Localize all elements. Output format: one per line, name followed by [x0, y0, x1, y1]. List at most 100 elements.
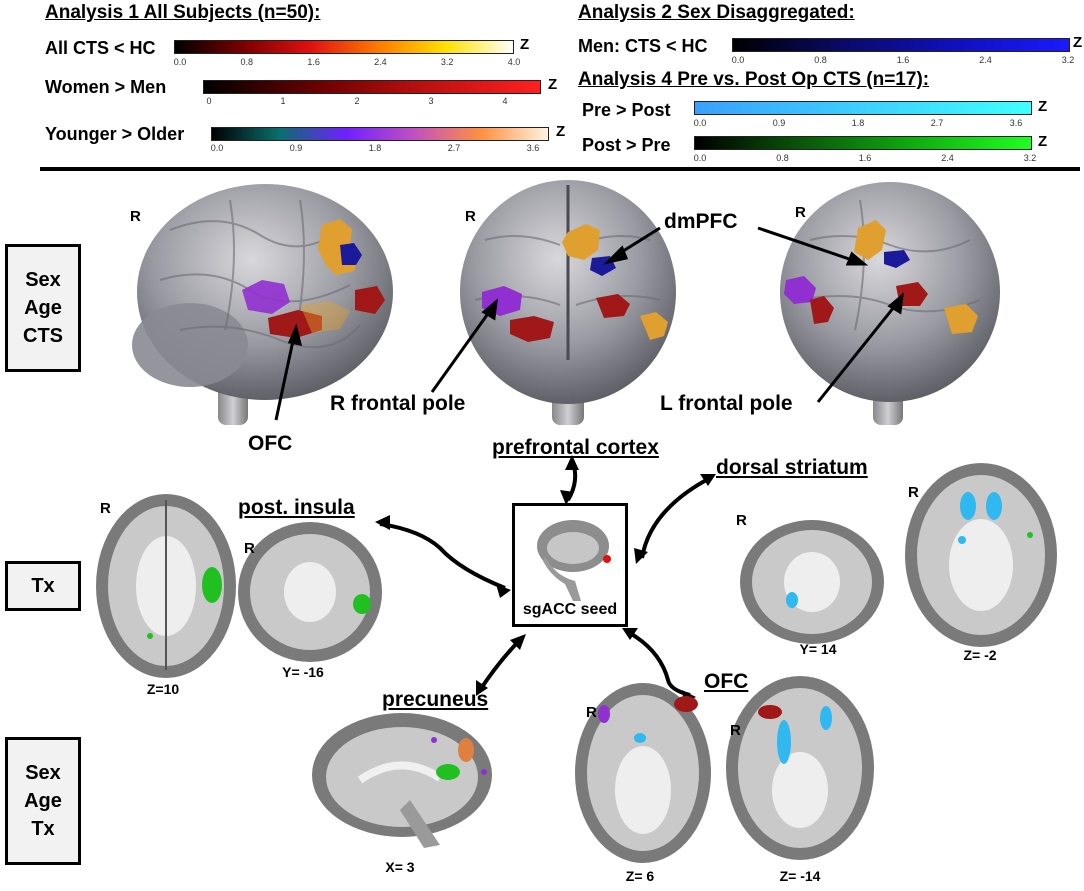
blob-green — [202, 567, 222, 603]
brain-oblique-render — [780, 182, 1000, 425]
colorbar-tick-label: 3 — [428, 96, 434, 106]
row-label-sex: Sex — [25, 762, 61, 784]
colorbar-tick-label: 3.6 — [1009, 118, 1023, 128]
hemisphere-r-marker: R — [730, 722, 741, 739]
blob-cyan — [777, 720, 791, 764]
colorbar-tick-label: 0 — [206, 96, 212, 106]
blob-cyan — [786, 592, 798, 608]
colorbar-z-label: Z — [1073, 34, 1083, 51]
cerebellum — [132, 303, 248, 387]
colorbar-tick-label: 0.0 — [693, 153, 707, 163]
colorbar-tick-label: 2.7 — [930, 118, 944, 128]
analysis4-title: Analysis 4 Pre vs. Post Op CTS (n=17): — [578, 69, 930, 90]
blob-green — [353, 594, 371, 614]
row-label-bottom: Sex Age Tx — [5, 737, 81, 865]
coord-striatum-axial: Z= -2 — [963, 647, 997, 663]
colorbar-tick-label: 0.8 — [814, 55, 827, 65]
blob-orange — [300, 301, 350, 333]
region-precuneus: precuneus — [382, 688, 489, 711]
hemisphere-r-marker: R — [736, 512, 747, 529]
colorbar-tick-label: 0.8 — [776, 153, 789, 163]
colorbar-tick-label: 0.0 — [693, 118, 707, 128]
legend-label-younger-older: Younger > Older — [45, 124, 185, 144]
blob-orange — [562, 224, 600, 260]
blob-darkred — [810, 296, 834, 324]
analysis1-title: Analysis 1 All Subjects (n=50): — [45, 2, 321, 23]
blob-cyan — [820, 706, 832, 730]
hemisphere-r-marker: R — [908, 484, 919, 501]
legend-label-pre-post: Pre > Post — [582, 100, 671, 120]
blob-darkred — [355, 286, 385, 314]
colorbar-z-label: Z — [1038, 133, 1048, 150]
legend-label-post-pre: Post > Pre — [582, 135, 671, 155]
colorbar-z-label: Z — [556, 123, 566, 140]
slice-striatum-axial — [905, 463, 1057, 647]
row-label-cts: CTS — [23, 325, 63, 347]
colorbar-tick-label: 2.4 — [979, 55, 992, 65]
hemisphere-r-marker: R — [465, 208, 476, 225]
blob-darkred — [596, 294, 630, 318]
blob-orange — [458, 738, 474, 762]
colorbar-green — [694, 136, 1032, 150]
brain-lateral-render — [132, 184, 393, 425]
colorbar-tick-label: 1.8 — [851, 118, 865, 128]
blob-orange — [944, 304, 978, 334]
label-ofc-top: OFC — [248, 432, 293, 455]
hemisphere-r-marker: R — [586, 704, 597, 721]
colorbar-tick-label: 1.6 — [307, 57, 320, 67]
coord-ofc-axial-2: Z= -14 — [779, 868, 821, 884]
row-label-middle: Tx — [5, 561, 81, 611]
blob-purple — [431, 737, 437, 743]
slice-striatum-coronal — [740, 520, 884, 644]
legend-label-men-cts-hc: Men: CTS < HC — [578, 36, 708, 56]
label-l-frontal-pole: L frontal pole — [660, 392, 793, 415]
colorbar-tick-label: 0.0 — [173, 57, 187, 67]
region-ofc: OFC — [704, 670, 749, 693]
blob-cyan — [960, 492, 976, 520]
colorbar-tick-label: 0.0 — [210, 143, 224, 153]
blob-orange — [640, 312, 668, 340]
slice-ofc-axial-1 — [575, 683, 711, 863]
arrowheads — [375, 455, 716, 704]
colorbar-z-label: Z — [548, 76, 558, 93]
blob-cyan — [634, 733, 646, 743]
hemisphere-r-marker: R — [130, 208, 141, 225]
legend-label-women-men: Women > Men — [45, 77, 167, 97]
seed-marker — [603, 555, 611, 563]
legend-label-all-cts-hc: All CTS < HC — [45, 38, 156, 58]
seed-box: sgACC seed — [512, 503, 628, 627]
hemisphere-r-marker: R — [244, 540, 255, 557]
colorbar-tick-label: 1.8 — [368, 143, 382, 153]
slice-insula-axial — [96, 494, 236, 678]
colorbar-tick-label: 4 — [502, 96, 508, 106]
colorbar-tick-label: 2 — [354, 96, 360, 106]
coord-ofc-axial-1: Z= 6 — [625, 868, 655, 884]
colorbar-blue — [732, 38, 1070, 52]
callout-arrows — [274, 226, 904, 421]
colorbar-hot — [174, 40, 514, 54]
colorbar-tick-label: 2.4 — [941, 153, 954, 163]
row-label-age: Age — [24, 790, 62, 812]
row-label-age: Age — [24, 297, 62, 319]
row-label-sex: Sex — [25, 269, 61, 291]
colorbar-cyan — [694, 101, 1032, 115]
colorbar-tick-label: 4.0 — [507, 57, 521, 67]
seed-label: sgACC seed — [522, 601, 618, 618]
region-prefrontal-cortex: prefrontal cortex — [492, 436, 659, 459]
analysis2-title: Analysis 2 Sex Disaggregated: — [578, 2, 855, 23]
coord-insula-axial: Z=10 — [146, 681, 180, 697]
colorbar-z-label: Z — [1038, 98, 1048, 115]
coord-insula-coronal: Y= -16 — [282, 664, 324, 680]
colorbar-plasma — [211, 127, 549, 141]
coord-precuneus-sagittal: X= 3 — [385, 859, 415, 875]
colorbar-tick-label: 3.2 — [1061, 55, 1075, 65]
blob-cyan — [986, 492, 1002, 520]
colorbar-z-label: Z — [520, 36, 530, 53]
section-divider — [40, 167, 1080, 171]
blob-navy — [340, 243, 362, 265]
colorbar-tick-label: 0.9 — [772, 118, 786, 128]
colorbar-tick-label: 2.4 — [374, 57, 387, 67]
row-label-tx: Tx — [31, 818, 55, 840]
slice-insula-coronal — [238, 522, 382, 662]
